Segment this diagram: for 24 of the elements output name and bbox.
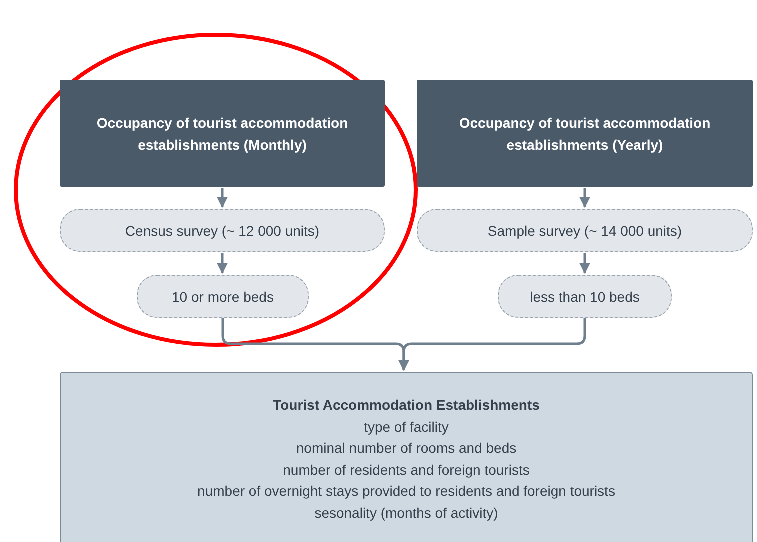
survey-title-box	[417, 80, 753, 187]
arrow	[398, 318, 586, 372]
survey-pill	[60, 209, 385, 252]
node-label: Occupancy of tourist accommodation establishments (Monthly)	[96, 114, 350, 155]
attribute-line: number of residents and foreign tourists	[283, 460, 530, 480]
survey-title-box	[60, 80, 385, 187]
arrow	[216, 253, 228, 274]
result-box	[60, 372, 753, 542]
survey-pill	[498, 275, 672, 318]
arrow	[579, 253, 591, 274]
node-label: Sample survey (~ 14 000 units)	[488, 222, 682, 238]
node-label: Census survey (~ 12 000 units)	[125, 222, 320, 238]
attribute-line: sesonality (months of activity)	[314, 504, 498, 523]
box-heading: Tourist Accommodation Establishments	[273, 396, 540, 415]
attribute-line: nominal number of rooms and beds	[296, 439, 517, 458]
node-label: 10 or more beds	[172, 288, 274, 304]
arrow	[579, 188, 591, 208]
attribute-line: number of overnight stays provided to residents and foreign tourists	[198, 482, 616, 501]
survey-pill	[137, 275, 309, 318]
arrow	[216, 188, 228, 208]
attribute-line: type of facility	[364, 418, 449, 437]
node-label: Occupancy of tourist accommodation establishments (Yearly)	[458, 114, 712, 155]
node-label: less than 10 beds	[530, 288, 640, 304]
survey-pill	[417, 209, 753, 252]
